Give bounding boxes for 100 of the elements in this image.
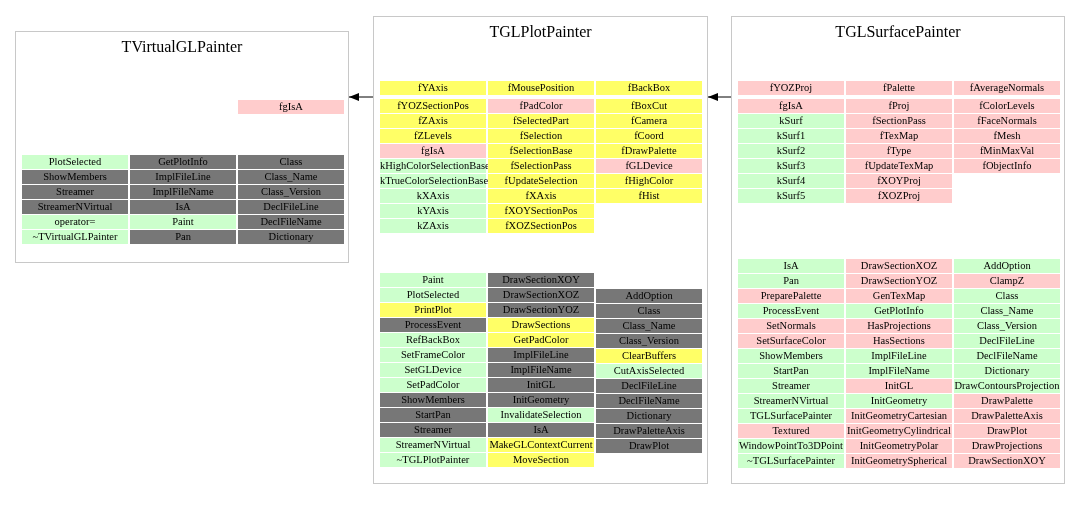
member-name: fMinMaxVal [954, 144, 1060, 159]
class-name: TVirtualGLPainter [121, 38, 243, 56]
member-name: operator= [22, 215, 128, 230]
member-name: fBoxCut [596, 99, 702, 114]
member-name: DrawSectionYOZ [846, 274, 952, 289]
member-name: fSelectionPass [488, 159, 594, 174]
member-name: fUpdateTexMap [846, 159, 952, 174]
member-name: DeclFileName [596, 394, 702, 409]
member-name: Class_Name [238, 170, 344, 185]
member-name: fXAxis [488, 189, 594, 204]
member-name: DrawPlot [954, 424, 1060, 439]
member-name: Dictionary [954, 364, 1060, 379]
member-name: ImplFileLine [130, 170, 236, 185]
member-name: Dictionary [238, 230, 344, 245]
member-name: DeclFileName [954, 349, 1060, 364]
member-name: Pan [738, 274, 844, 289]
member-name: fXOZProj [846, 189, 952, 204]
member-name: fBackBox [596, 81, 702, 96]
member-name: HasSections [846, 334, 952, 349]
member-name: Class_Name [954, 304, 1060, 319]
member-name: kHighColorSelectionBase [380, 159, 486, 174]
member-name: AddOption [596, 289, 702, 304]
member-name: GetPlotInfo [130, 155, 236, 170]
member-name: kYAxis [380, 204, 486, 219]
member-name: ShowMembers [738, 349, 844, 364]
member-name: kSurf4 [738, 174, 844, 189]
member-name: ShowMembers [22, 170, 128, 185]
member-name: Paint [380, 273, 486, 288]
class-name: TGLSurfacePainter [835, 23, 961, 41]
member-name: fColorLevels [954, 99, 1060, 114]
member-name: fYOZProj [738, 81, 844, 96]
member-name: kSurf [738, 114, 844, 129]
member-name: DrawContoursProjection [954, 379, 1060, 394]
member-name: DrawPaletteAxis [596, 424, 702, 439]
member-name: fPadColor [488, 99, 594, 114]
member-name: fgIsA [238, 100, 344, 115]
member-name: SetFrameColor [380, 348, 486, 363]
member-name: fgIsA [380, 144, 486, 159]
member-name: kSurf5 [738, 189, 844, 204]
member-name: StreamerNVirtual [738, 394, 844, 409]
member-name: DrawSectionXOY [954, 454, 1060, 469]
member-name: ~TGLSurfacePainter [738, 454, 844, 469]
member-name: IsA [130, 200, 236, 215]
member-name: fProj [846, 99, 952, 114]
member-name: DrawSectionXOY [488, 273, 594, 288]
member-name: Streamer [22, 185, 128, 200]
member-name: HasProjections [846, 319, 952, 334]
member-name: fMousePosition [488, 81, 594, 96]
member-name: ProcessEvent [738, 304, 844, 319]
member-name: DrawPaletteAxis [954, 409, 1060, 424]
member-name: kXAxis [380, 189, 486, 204]
member-name: InitGeometryCylindrical [846, 424, 952, 439]
member-name: fCoord [596, 129, 702, 144]
member-name: Streamer [738, 379, 844, 394]
class-box [731, 16, 1065, 484]
member-name: fSelectionBase [488, 144, 594, 159]
member-name: StreamerNVirtual [380, 438, 486, 453]
member-name: InitGeometry [846, 394, 952, 409]
member-name: fUpdateSelection [488, 174, 594, 189]
member-name: ClampZ [954, 274, 1060, 289]
member-name: InvalidateSelection [488, 408, 594, 423]
member-name: fZAxis [380, 114, 486, 129]
member-name: fDrawPalette [596, 144, 702, 159]
member-name: DrawProjections [954, 439, 1060, 454]
member-name: fMesh [954, 129, 1060, 144]
member-name: fAverageNormals [954, 81, 1060, 96]
member-name: InitGeometrySpherical [846, 454, 952, 469]
member-name: Class [954, 289, 1060, 304]
member-name: GetPadColor [488, 333, 594, 348]
member-name: GenTexMap [846, 289, 952, 304]
member-name: ImplFileName [488, 363, 594, 378]
member-name: ImplFileName [130, 185, 236, 200]
member-name: Class_Version [954, 319, 1060, 334]
member-name: DrawSectionYOZ [488, 303, 594, 318]
member-name: MakeGLContextCurrent [488, 438, 594, 453]
member-name: DrawSectionXOZ [846, 259, 952, 274]
member-name: DrawPalette [954, 394, 1060, 409]
member-name: DeclFileName [238, 215, 344, 230]
member-name: Class [596, 304, 702, 319]
member-name: Streamer [380, 423, 486, 438]
member-name: InitGeometryPolar [846, 439, 952, 454]
member-name: MoveSection [488, 453, 594, 468]
member-name: IsA [488, 423, 594, 438]
member-name: fObjectInfo [954, 159, 1060, 174]
member-name: kSurf1 [738, 129, 844, 144]
member-name: kTrueColorSelectionBase [380, 174, 486, 189]
member-name: fFaceNormals [954, 114, 1060, 129]
class-name: TGLPlotPainter [489, 23, 592, 41]
member-name: kSurf3 [738, 159, 844, 174]
class-box [15, 31, 349, 263]
member-name: PrintPlot [380, 303, 486, 318]
member-name: StartPan [738, 364, 844, 379]
member-name: StreamerNVirtual [22, 200, 128, 215]
member-name: kSurf2 [738, 144, 844, 159]
member-name: Class_Name [596, 319, 702, 334]
class-box [373, 16, 708, 484]
member-name: fCamera [596, 114, 702, 129]
member-name: fHist [596, 189, 702, 204]
member-name: PreparePalette [738, 289, 844, 304]
member-name: fZLevels [380, 129, 486, 144]
